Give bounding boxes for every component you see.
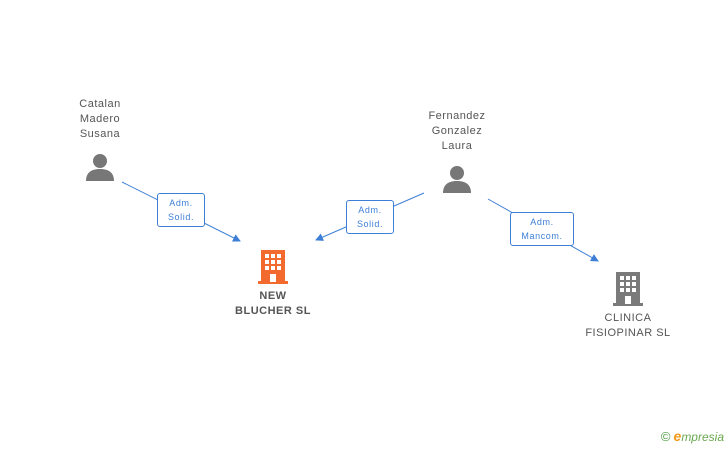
edge-label-fernandez-to-clinica[interactable]: Adm. Mancom. — [510, 212, 574, 246]
company-name-line: CLINICA — [604, 312, 652, 324]
brand-name: mpresia — [681, 430, 724, 444]
person-icon — [443, 166, 471, 193]
role-line: Solid. — [356, 219, 384, 229]
person-name-line: Gonzalez — [431, 125, 483, 137]
role-line: Adm. — [358, 205, 382, 215]
company-name-line: FISIOPINAR SL — [585, 327, 671, 339]
building-icon — [613, 272, 643, 306]
company-name-line: NEW — [259, 290, 287, 302]
person-name-line: Catalan — [79, 98, 121, 110]
copyright-symbol: © — [660, 429, 671, 444]
person-name-line: Susana — [79, 128, 121, 140]
role-line: Adm. — [530, 217, 554, 227]
person-name-line: Fernandez — [428, 110, 486, 122]
company-node-clinica[interactable]: CLINICA FISIOPINAR SL — [578, 270, 678, 341]
company-node-new-blucher[interactable]: NEW BLUCHER SL — [223, 248, 323, 319]
role-line: Adm. — [169, 198, 193, 208]
person-node-fernandez[interactable]: Fernandez Gonzalez Laura — [412, 109, 502, 199]
edge-label-fernandez-to-blucher[interactable]: Adm. Solid. — [346, 200, 394, 234]
edge-label-catalan-to-blucher[interactable]: Adm. Solid. — [157, 193, 205, 227]
company-name-line: BLUCHER SL — [235, 305, 311, 317]
building-icon — [258, 250, 288, 284]
empresia-watermark: ©empresia — [661, 428, 724, 444]
role-line: Mancom. — [521, 231, 563, 241]
role-line: Solid. — [167, 212, 195, 222]
person-name-line: Madero — [79, 113, 121, 125]
person-icon — [86, 154, 114, 181]
person-node-catalan[interactable]: Catalan Madero Susana — [60, 97, 140, 187]
brand-initial: e — [673, 428, 682, 444]
person-name-line: Laura — [441, 140, 473, 152]
